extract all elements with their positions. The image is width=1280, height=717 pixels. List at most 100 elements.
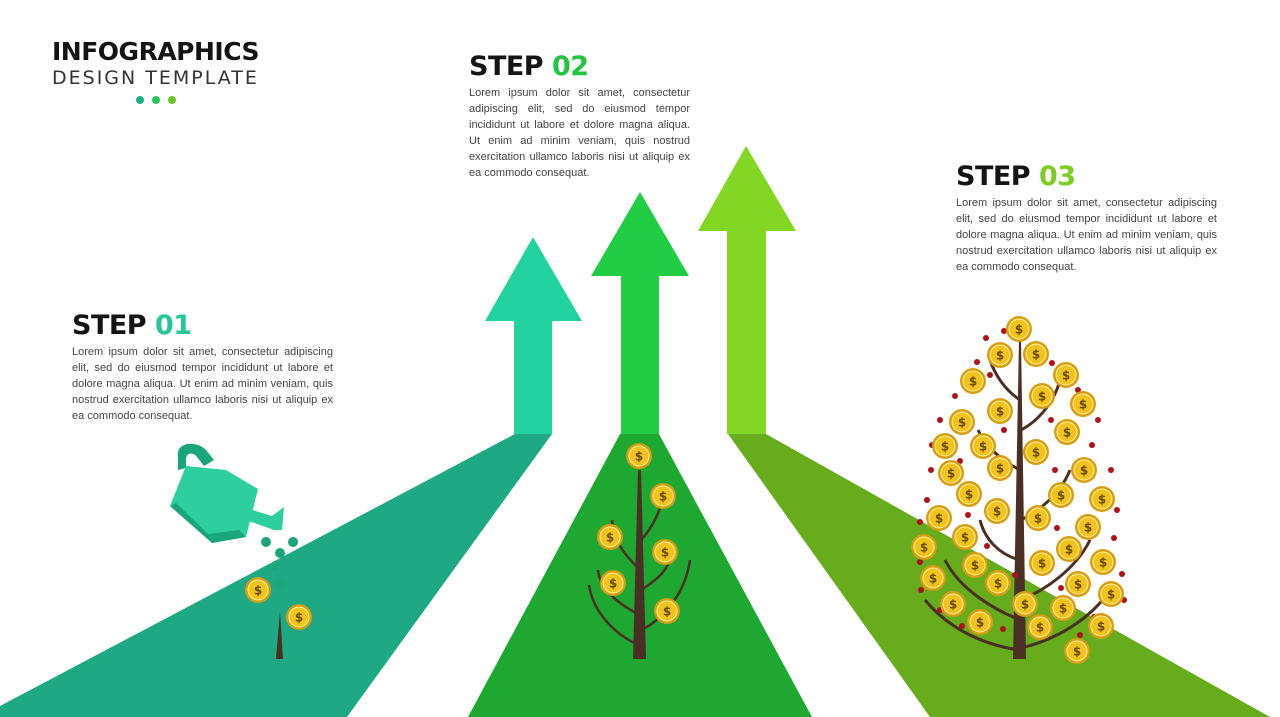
svg-text:$: $ bbox=[935, 512, 943, 526]
svg-text:$: $ bbox=[1099, 556, 1107, 570]
watering-can-icon bbox=[170, 443, 298, 587]
dollar-coin-icon: $ bbox=[960, 368, 986, 394]
svg-text:$: $ bbox=[994, 577, 1002, 591]
svg-text:$: $ bbox=[969, 375, 977, 389]
dollar-coin-icon: $ bbox=[1064, 638, 1090, 664]
step-3-number: 03 bbox=[1039, 161, 1076, 192]
dollar-coin-icon: $ bbox=[1023, 439, 1049, 465]
svg-text:$: $ bbox=[606, 531, 614, 545]
dollar-coin-icon: $ bbox=[626, 443, 652, 469]
step-3-heading: STEP 03 bbox=[956, 161, 1217, 193]
svg-text:$: $ bbox=[993, 505, 1001, 519]
svg-text:$: $ bbox=[961, 531, 969, 545]
berry-dot bbox=[937, 417, 943, 423]
road-step-1 bbox=[0, 434, 552, 717]
brand-title: INFOGRAPHICS bbox=[52, 37, 260, 66]
dollar-coin-icon: $ bbox=[938, 460, 964, 486]
berry-dot bbox=[917, 559, 923, 565]
dollar-coin-icon: $ bbox=[987, 398, 1013, 424]
berry-dot bbox=[1111, 535, 1117, 541]
step-2-number: 02 bbox=[552, 51, 589, 82]
svg-text:$: $ bbox=[1032, 446, 1040, 460]
dollar-coin-icon: $ bbox=[1006, 316, 1032, 342]
step-1-heading: STEP 01 bbox=[72, 310, 333, 342]
dollar-coin-icon: $ bbox=[1054, 419, 1080, 445]
svg-text:$: $ bbox=[1059, 602, 1067, 616]
svg-text:$: $ bbox=[965, 488, 973, 502]
dollar-coin-icon: $ bbox=[1029, 383, 1055, 409]
svg-text:$: $ bbox=[1097, 620, 1105, 634]
arrow-step-3 bbox=[698, 146, 796, 434]
dollar-coin-icon: $ bbox=[652, 539, 678, 565]
svg-text:$: $ bbox=[254, 584, 262, 598]
svg-text:$: $ bbox=[1084, 521, 1092, 535]
arrow-step-1 bbox=[485, 237, 582, 434]
svg-text:$: $ bbox=[295, 611, 303, 625]
dollar-coin-icon: $ bbox=[1071, 457, 1097, 483]
step-1: STEP 01 Lorem ipsum dolor sit amet, cons… bbox=[72, 310, 333, 424]
dollar-coin-icon: $ bbox=[970, 433, 996, 459]
svg-text:$: $ bbox=[663, 605, 671, 619]
dollar-coin-icon: $ bbox=[1098, 581, 1124, 607]
svg-text:$: $ bbox=[976, 616, 984, 630]
dollar-coin-icon: $ bbox=[967, 609, 993, 635]
svg-text:$: $ bbox=[996, 405, 1004, 419]
brand-dot bbox=[168, 96, 176, 104]
svg-text:$: $ bbox=[1034, 512, 1042, 526]
step-3: STEP 03 Lorem ipsum dolor sit amet, cons… bbox=[956, 161, 1217, 275]
berry-dot bbox=[917, 519, 923, 525]
berry-dot bbox=[1012, 572, 1018, 578]
brand-dot bbox=[136, 96, 144, 104]
dollar-coin-icon: $ bbox=[1053, 362, 1079, 388]
svg-text:$: $ bbox=[920, 541, 928, 555]
svg-text:$: $ bbox=[1079, 398, 1087, 412]
berries-group bbox=[917, 328, 1127, 638]
dollar-coin-icon: $ bbox=[985, 570, 1011, 596]
svg-text:$: $ bbox=[1063, 426, 1071, 440]
step-3-text: Lorem ipsum dolor sit amet, consectetur … bbox=[956, 197, 1217, 273]
dollar-coin-icon: $ bbox=[650, 483, 676, 509]
berry-dot bbox=[952, 393, 958, 399]
dollar-coin-icon: $ bbox=[987, 342, 1013, 368]
dollar-coin-icon: $ bbox=[956, 481, 982, 507]
svg-text:$: $ bbox=[1074, 578, 1082, 592]
svg-text:$: $ bbox=[1015, 323, 1023, 337]
dollar-coin-icon: $ bbox=[940, 591, 966, 617]
dollar-coin-icon: $ bbox=[1088, 613, 1114, 639]
dollar-coin-icon: $ bbox=[926, 505, 952, 531]
berry-dot bbox=[928, 467, 934, 473]
step-2-heading: STEP 02 bbox=[469, 51, 690, 83]
dollar-coin-icon: $ bbox=[245, 577, 271, 603]
svg-text:$: $ bbox=[1107, 588, 1115, 602]
arrow-step-2 bbox=[591, 192, 689, 434]
berry-dot bbox=[1089, 442, 1095, 448]
svg-text:$: $ bbox=[1065, 543, 1073, 557]
dollar-coin-icon: $ bbox=[1070, 391, 1096, 417]
svg-text:$: $ bbox=[661, 546, 669, 560]
step-2-word: STEP bbox=[469, 51, 544, 82]
brand-subtitle: DESIGN TEMPLATE bbox=[52, 67, 259, 89]
svg-text:$: $ bbox=[1073, 645, 1081, 659]
dollar-coin-icon: $ bbox=[1027, 614, 1053, 640]
berry-dot bbox=[918, 587, 924, 593]
berry-dot bbox=[1108, 467, 1114, 473]
svg-text:$: $ bbox=[1036, 621, 1044, 635]
svg-text:$: $ bbox=[1098, 493, 1106, 507]
berry-dot bbox=[1049, 360, 1055, 366]
sapling-icon bbox=[276, 611, 283, 659]
svg-text:$: $ bbox=[1062, 369, 1070, 383]
berry-dot bbox=[1054, 525, 1060, 531]
brand-block: INFOGRAPHICS DESIGN TEMPLATE bbox=[52, 37, 260, 104]
dollar-coin-icon: $ bbox=[932, 433, 958, 459]
dollar-coin-icon: $ bbox=[920, 565, 946, 591]
dollar-coin-icon: $ bbox=[1089, 486, 1115, 512]
berry-dot bbox=[987, 372, 993, 378]
svg-text:$: $ bbox=[996, 462, 1004, 476]
step-1-word: STEP bbox=[72, 310, 147, 341]
svg-text:$: $ bbox=[941, 440, 949, 454]
brand-dot bbox=[152, 96, 160, 104]
dollar-coin-icon: $ bbox=[1025, 505, 1051, 531]
dollar-coin-icon: $ bbox=[1065, 571, 1091, 597]
dollar-coin-icon: $ bbox=[654, 598, 680, 624]
